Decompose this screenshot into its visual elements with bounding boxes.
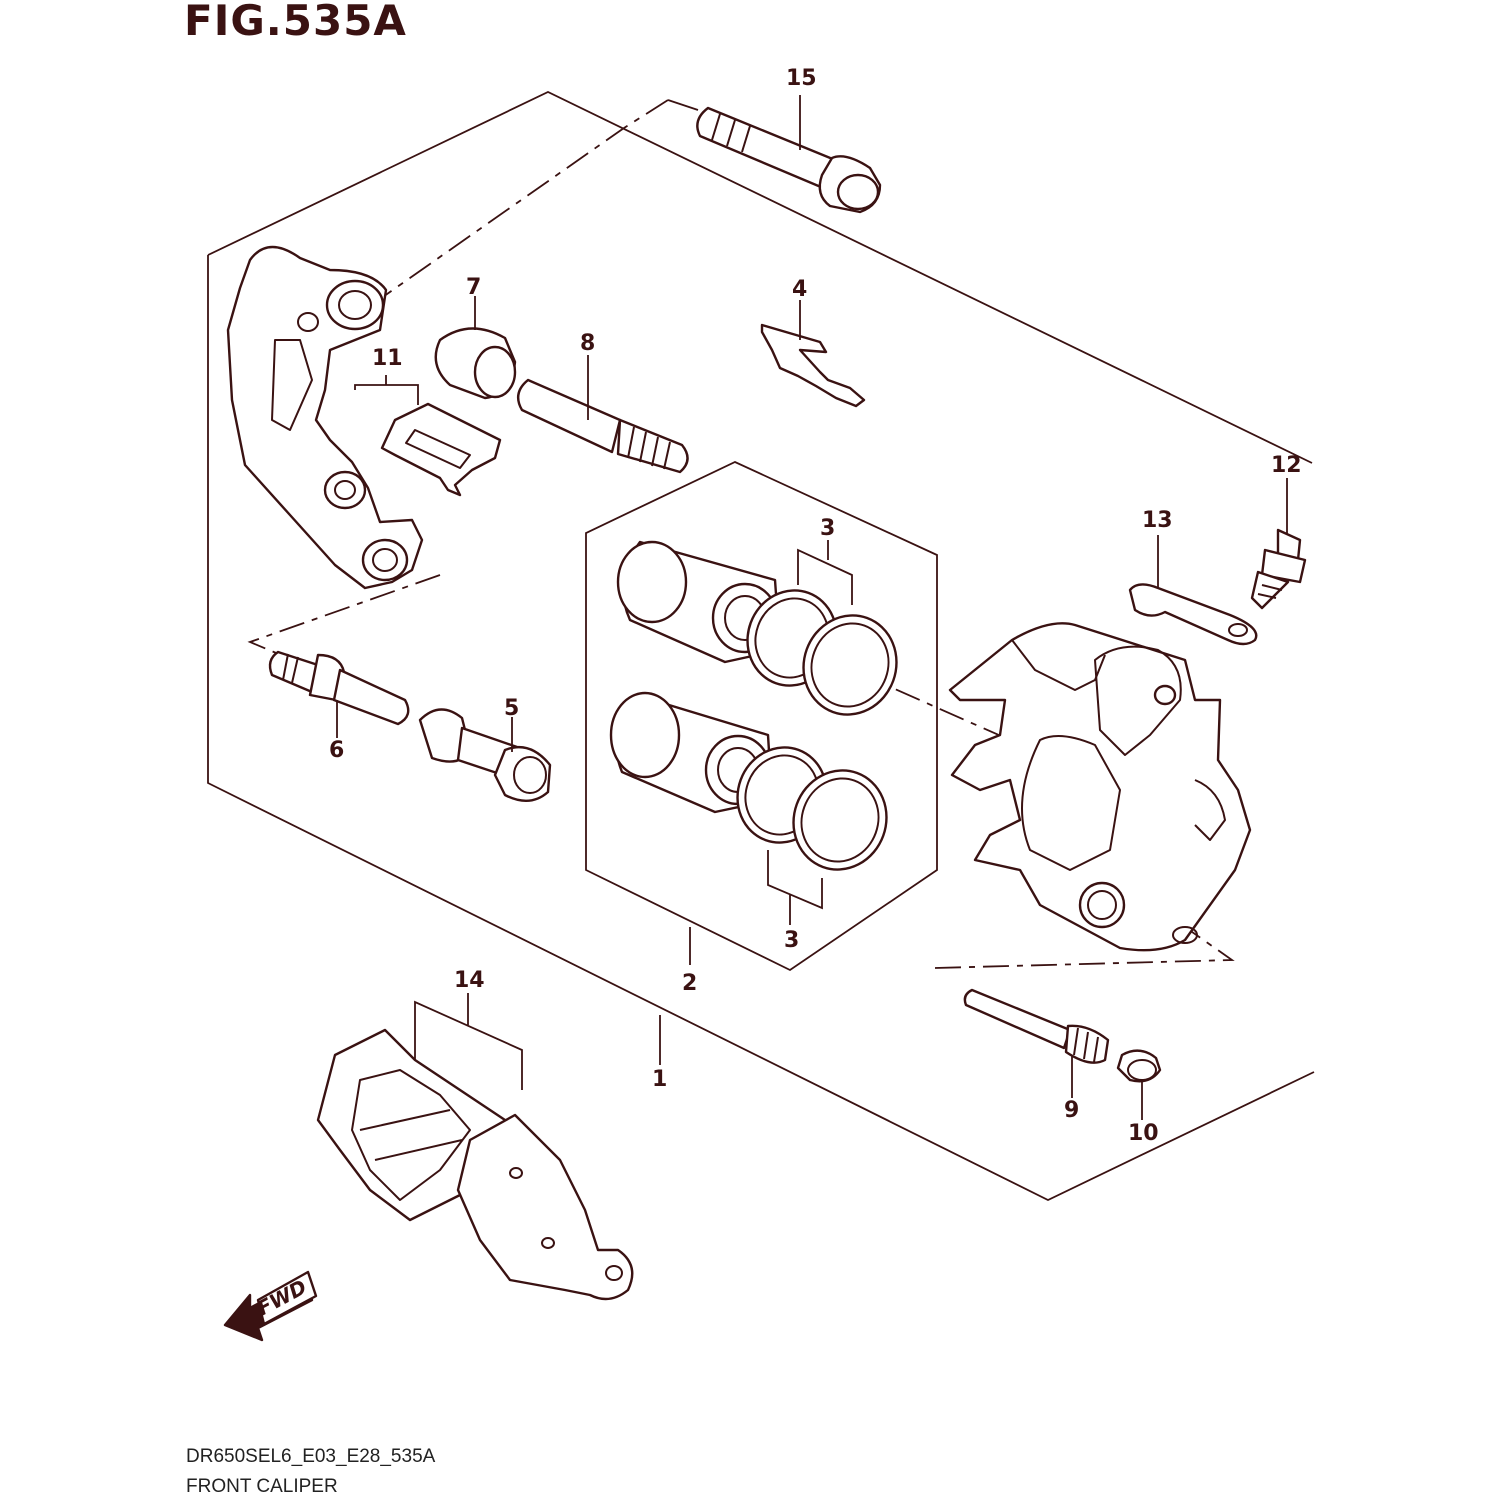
callout-10: 10 <box>1128 1121 1159 1146</box>
figure-title: FIG.535A <box>184 0 407 45</box>
forward-direction-arrow: FWD <box>223 1270 318 1342</box>
dust-seal-upper <box>802 614 898 716</box>
part-15-bolt <box>696 95 882 214</box>
callout-14: 14 <box>454 968 485 993</box>
part-4-pad-spring <box>760 300 866 408</box>
part-14-brake-pads <box>316 993 634 1301</box>
piston-lower <box>609 691 774 814</box>
callout-15: 15 <box>786 66 817 91</box>
callout-3-lower: 3 <box>784 928 799 953</box>
caliper-bracket <box>226 245 424 590</box>
part-11-pad-retainer <box>354 375 502 497</box>
part-5-boot <box>418 708 552 802</box>
callout-12: 12 <box>1271 453 1302 478</box>
piston-kit-boundary <box>585 461 938 972</box>
callout-7: 7 <box>466 275 481 300</box>
caliper-body <box>948 622 1252 952</box>
callout-2: 2 <box>682 971 697 996</box>
callout-9: 9 <box>1064 1098 1079 1123</box>
section-name-label: FRONT CALIPER <box>186 1476 338 1497</box>
callout-1: 1 <box>652 1067 667 1092</box>
callout-11: 11 <box>372 346 403 371</box>
part-12-bleeder-valve <box>1250 478 1307 610</box>
dust-seal-lower <box>792 769 888 871</box>
callout-8: 8 <box>580 331 595 356</box>
part-10-plug <box>1116 1049 1162 1120</box>
caliper-assembly-boundary <box>207 91 1315 1202</box>
part-9-pin <box>963 988 1110 1098</box>
part-6-caliper-pin <box>268 650 410 738</box>
callout-4: 4 <box>792 277 807 302</box>
model-code-label: DR650SEL6_E03_E28_535A <box>186 1446 436 1467</box>
callout-6: 6 <box>329 738 344 763</box>
callout-13: 13 <box>1142 508 1173 533</box>
part-8-sliding-pin <box>516 355 689 474</box>
callout-3-upper: 3 <box>820 516 835 541</box>
seal-callout-brackets <box>767 540 853 925</box>
callout-5: 5 <box>504 696 519 721</box>
part-13-bleeder-cap <box>1128 535 1258 646</box>
callout-labels: 15 4 7 8 11 12 13 3 5 6 3 2 14 1 9 10 <box>329 66 1302 1146</box>
part-7-boot <box>434 296 517 400</box>
